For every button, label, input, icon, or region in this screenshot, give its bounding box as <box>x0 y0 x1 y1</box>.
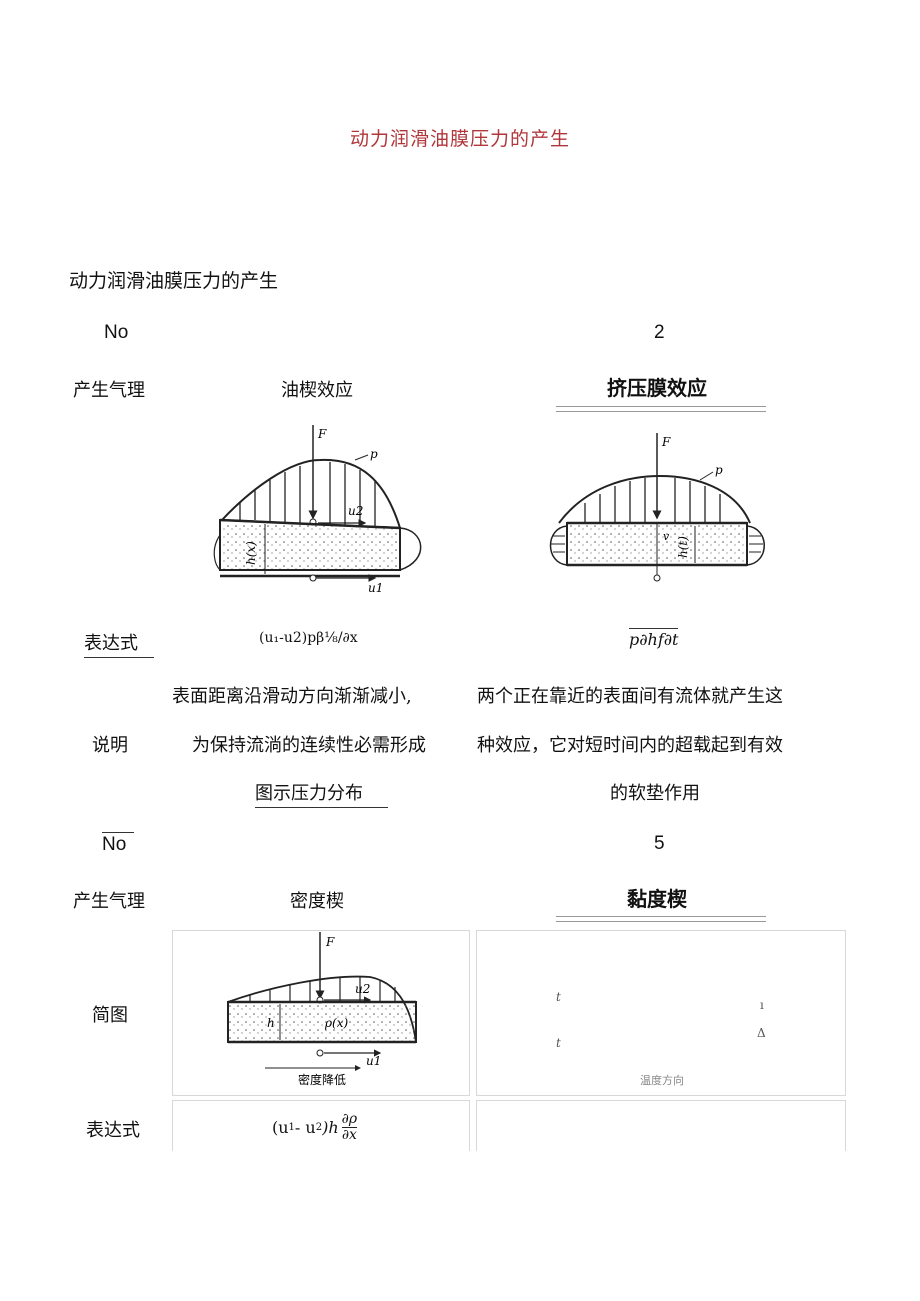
no-label-2: No <box>102 832 134 856</box>
expression-squeeze-film: p∂hf∂t <box>629 628 679 649</box>
label-F3: F <box>325 935 335 949</box>
mechanism-viscosity-wedge: 黏度楔 <box>627 887 687 911</box>
no-value: 2 <box>654 322 665 343</box>
mechanism-label-2: 产生气理 <box>73 891 145 912</box>
label-v: v <box>663 530 670 543</box>
heading-rule <box>556 406 766 412</box>
label-h3: h <box>267 1016 275 1030</box>
expression-oil-wedge: (u₁-u2)pβ⅛/∂x <box>259 630 358 646</box>
no-value-2: 5 <box>654 833 665 854</box>
expr-part-c: )h <box>322 1118 339 1137</box>
desc-oil-line1: 表面距离沿滑动方向渐渐减小, <box>172 686 412 707</box>
label-u2-3: u2 <box>355 982 370 996</box>
diagram-cell-density <box>172 930 470 1096</box>
label-rho: ρ(x) <box>324 1016 349 1030</box>
squeeze-film-diagram: F p v h(t) <box>549 433 765 582</box>
oil-wedge-diagram: F p u2 u1 h(x) <box>213 425 422 595</box>
diagram-label: 简图 <box>92 1005 128 1026</box>
diagram-cell-viscosity <box>476 930 846 1096</box>
expression-label: 表达式 <box>84 629 154 658</box>
viscosity-caption: 温度方向 <box>640 1074 684 1087</box>
expr-sub-2: 2 <box>315 1122 323 1133</box>
expr-numerator: ∂ρ <box>341 1111 358 1128</box>
expr-part-a: (u <box>272 1118 289 1137</box>
expr-part-b: - u <box>294 1118 316 1137</box>
expr-cell-density <box>172 1100 470 1151</box>
label-ht: h(t) <box>676 536 690 558</box>
label-F: F <box>317 427 327 441</box>
viscosity-mark-t2: t <box>556 1036 561 1050</box>
mechanism-label: 产生气理 <box>73 380 145 401</box>
viscosity-mark-t1: t <box>556 990 561 1004</box>
no-label: No <box>104 322 129 343</box>
description-label: 说明 <box>92 735 128 756</box>
expression-label-2: 表达式 <box>86 1120 140 1141</box>
desc-squeeze-line1: 两个正在靠近的表面间有流体就产生这 <box>477 686 783 707</box>
document-title: 动力润滑油膜压力的产生 <box>349 128 570 150</box>
desc-squeeze-line3: 的软垫作用 <box>610 783 700 804</box>
expr-denominator: ∂x <box>341 1127 357 1143</box>
expr-sub-1: 1 <box>288 1122 295 1133</box>
viscosity-mark-1: ı <box>760 998 764 1012</box>
label-F2: F <box>661 435 671 449</box>
section-title: 动力润滑油膜压力的产生 <box>69 270 279 292</box>
label-hx: h(x) <box>244 541 258 565</box>
desc-oil-line2: 为保持流淌的连续性必需形成 <box>192 735 426 756</box>
label-u1-3: u1 <box>366 1054 381 1068</box>
desc-oil-line3: 图示压力分布 <box>255 779 388 808</box>
density-caption: 密度降低 <box>298 1072 346 1087</box>
expr-cell-viscosity <box>476 1100 846 1151</box>
label-p: p <box>370 447 378 461</box>
mechanism-oil-wedge: 油楔效应 <box>281 380 353 401</box>
label-u2: u2 <box>348 504 363 518</box>
density-wedge-diagram: F u2 h ρ(x) u1 密度降低 <box>227 932 417 1087</box>
label-p2: p <box>715 463 723 477</box>
viscosity-mark-triangle: Δ <box>757 1026 766 1040</box>
expr-fraction: ∂ρ ∂x <box>341 1111 358 1143</box>
desc-squeeze-line2: 种效应，它对短时间内的超载起到有效 <box>477 735 783 756</box>
label-u1: u1 <box>368 581 383 595</box>
mechanism-density-wedge: 密度楔 <box>290 891 344 912</box>
mechanism-squeeze-film: 挤压膜效应 <box>607 376 707 400</box>
heading-rule-2 <box>556 916 766 922</box>
